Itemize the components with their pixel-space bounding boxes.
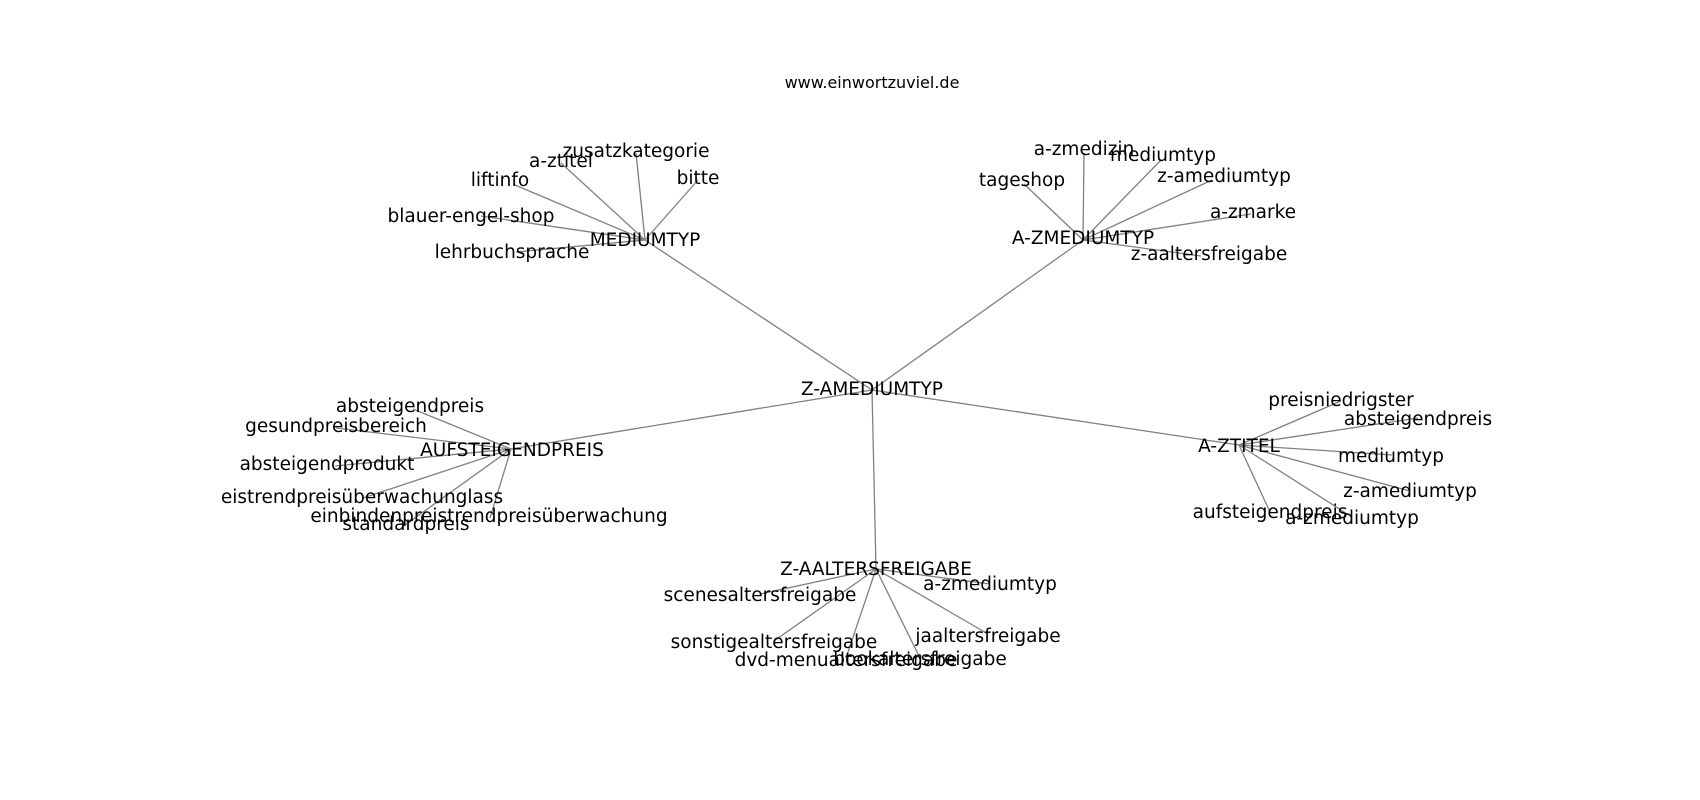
leaf-node-label: mediumtyp [1110,145,1216,166]
leaf-node-label: zusatzkategorie [563,141,710,162]
leaf-node-label: dvd-menualtersfreigabe [735,650,958,671]
edge-a-ztitel-absteigendpreis [1238,417,1419,446]
leaf-node-label: aufsteigendpreis [1193,502,1348,523]
edge-mediumtyp-blauer-engel-shop [480,215,646,241]
edge-mediumtyp-a-ztitel [560,162,646,241]
leaf-node-label: absteigendpreis [1344,409,1492,430]
edge-a-ztitel-mediumtyp [1238,444,1393,456]
leaf-node-label: a-zmediumtyp [923,574,1057,595]
branch-node-label: MEDIUMTYP [590,230,701,251]
leaf-node-label: absteigendpreis [336,396,484,417]
leaf-node-label: bitte [677,168,720,189]
edge-a-zmediumtyp-tageshop [1023,183,1084,241]
edge-aufsteigendpreis-eistrendpreisueberwachunglass [362,448,512,499]
labels-layer: Z-AMEDIUMTYP MEDIUMTYP zusatzkategorie a… [221,139,1492,671]
edge-mediumtyp-bitte [644,179,699,241]
leaf-node-label: preisniedrigster [1268,390,1414,411]
leaf-node-label: a-zmediumtyp [1285,508,1419,529]
edge-z-aaltersfreigabe-bookaltersfreigabe [875,568,921,659]
leaf-node-label: tageshop [979,170,1065,191]
edge-a-ztitel-a-zmediumtyp [1238,444,1353,518]
edge-root-to-a-ztitel [871,389,1240,446]
leaf-node-label: sonstigealtersfreigabe [671,632,878,653]
leaf-node-label: z-amediumtyp [1157,166,1291,187]
edge-a-ztitel-z-amediumtyp [1238,444,1411,492]
edge-a-zmediumtyp-a-zmarke [1082,213,1252,241]
edge-z-aaltersfreigabe-dvd-menualtersfreigabe [845,568,877,659]
edge-a-zmediumtyp-mediumtyp [1082,159,1162,241]
edge-z-aaltersfreigabe-jaaltersfreigabe [875,568,989,635]
leaf-node-label: standardpreis [342,514,469,535]
edge-z-aaltersfreigabe-a-zmediumtyp [875,568,991,585]
edge-root-to-mediumtyp [644,239,873,391]
edge-a-ztitel-aufsteigendpreis [1238,444,1271,513]
leaf-node-label: jaaltersfreigabe [914,626,1060,647]
branch-node-label: Z-AALTERSFREIGABE [780,559,972,580]
leaf-node-label: einbindenpreistrendpreisüberwachung [310,506,667,527]
edge-mediumtyp-liftinfo [514,184,646,241]
edges-layer [334,152,1419,659]
leaf-node-label: a-zmarke [1210,202,1296,223]
leaf-node-label: a-ztitel [529,151,593,172]
leaf-node-label: z-aaltersfreigabe [1131,244,1288,265]
edge-aufsteigendpreis-gesundpreisbereich [335,427,512,450]
edge-aufsteigendpreis-absteigendpreis [412,408,512,450]
leaf-node-label: mediumtyp [1338,446,1444,467]
edge-a-zmediumtyp-z-aaltersfreigabe [1082,239,1202,257]
edge-a-zmediumtyp-a-zmedizin [1082,152,1085,241]
leaf-node-label: absteigendprodukt [240,454,415,475]
edge-mediumtyp-lehrbuchsprache [515,239,646,253]
edge-aufsteigendpreis-absteigendprodukt [334,448,512,467]
leaf-node-label: eistrendpreisüberwachunglass [221,487,503,508]
root-node-label: Z-AMEDIUMTYP [801,379,943,400]
branch-node-label: AUFSTEIGENDPREIS [420,440,604,461]
leaf-node-label: bookaltersfreigabe [833,649,1007,670]
branch-node-label: A-ZMEDIUMTYP [1012,228,1154,249]
branch-node-label: A-ZTITEL [1198,436,1280,457]
edge-mediumtyp-zusatzkategorie [635,152,646,241]
leaf-node-label: scenesaltersfreigabe [664,585,857,606]
edge-a-ztitel-preisniedrigster [1238,400,1342,446]
leaf-node-label: z-amediumtyp [1343,481,1477,502]
edge-aufsteigendpreis-einbindenpreistrendpreisueberwachung [489,448,512,519]
leaf-node-label: blauer-engel-shop [388,206,555,227]
edge-z-aaltersfreigabe-sonstigealtersfreigabe [773,568,877,642]
edge-a-zmediumtyp-z-amediumtyp [1082,179,1213,241]
leaf-node-label: gesundpreisbereich [245,416,427,437]
leaf-node-label: lehrbuchsprache [435,242,590,263]
edge-root-to-a-zmediumtyp [871,239,1084,391]
leaf-node-label: liftinfo [471,170,529,191]
edge-z-aaltersfreigabe-scenesaltersfreigabe [759,568,877,595]
leaf-node-label: a-zmedizin [1034,139,1135,160]
edge-root-to-z-aaltersfreigabe [871,389,877,570]
edge-root-to-aufsteigendpreis [510,389,873,450]
edge-aufsteigendpreis-standardpreis [404,448,512,526]
site-title: www.einwortzuviel.de [785,73,960,92]
